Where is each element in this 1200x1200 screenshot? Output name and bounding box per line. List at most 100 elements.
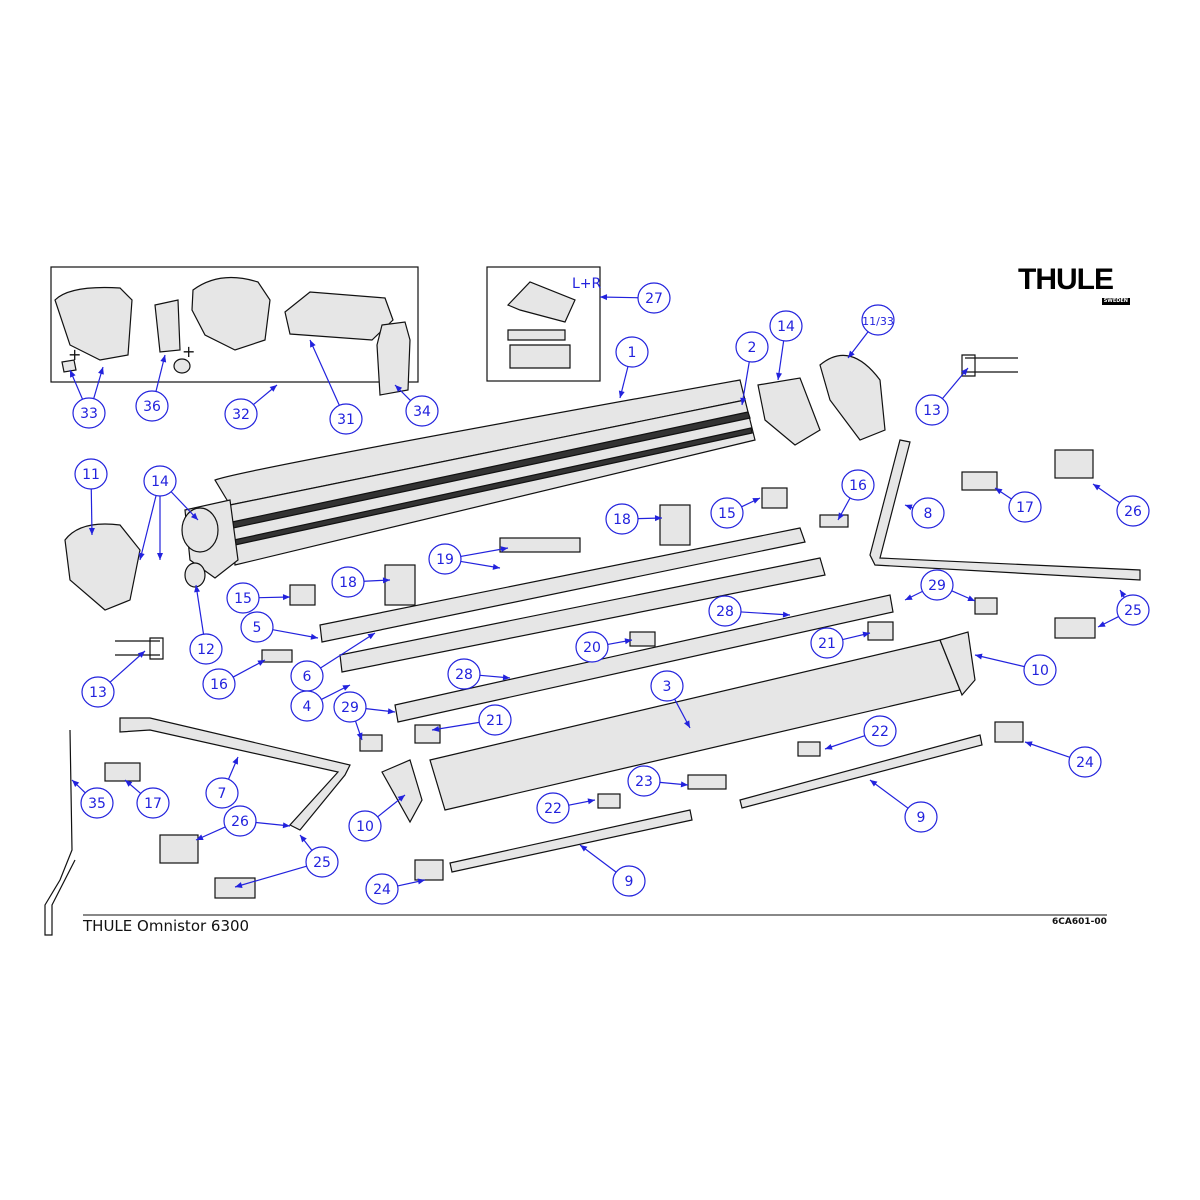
callout-number: 2 — [748, 340, 757, 356]
part-leg-left — [449, 809, 693, 873]
callout-number: 6 — [303, 669, 312, 685]
arrowhead — [870, 780, 878, 787]
callout-7: 7 — [205, 756, 239, 809]
part-24-right — [994, 721, 1024, 743]
part-end-cap-right — [819, 354, 886, 441]
leader-line — [139, 495, 157, 561]
part-24-left — [414, 859, 444, 881]
callout-4: 4 — [290, 684, 351, 722]
arrowhead — [382, 577, 390, 584]
callout-circle — [143, 465, 177, 497]
part-front-cap-left — [381, 759, 423, 824]
part-26-left — [159, 834, 199, 864]
callout-10: 10 — [348, 794, 406, 842]
callout-number: 11 — [82, 467, 100, 483]
part-cover-cap — [54, 286, 133, 361]
leader-line — [309, 339, 340, 406]
callout-number: 35 — [88, 796, 106, 812]
leader-line — [579, 844, 617, 873]
callout-16: 16 — [837, 469, 875, 521]
callout-18: 18 — [331, 566, 391, 598]
callout-number: 10 — [1031, 663, 1049, 679]
part-bracket — [154, 299, 181, 353]
arrowhead — [125, 780, 133, 787]
part-small-clip — [61, 359, 77, 373]
callout-number: 17 — [144, 796, 162, 812]
callout-circle — [708, 595, 742, 627]
arrowhead — [342, 685, 350, 691]
arrowhead — [600, 294, 608, 301]
part-front-cap-right — [939, 631, 976, 697]
callout-28: 28 — [708, 595, 791, 627]
arrowhead — [232, 757, 238, 765]
callout-number: 22 — [871, 724, 889, 740]
leader-line — [195, 584, 205, 635]
part-case-top — [214, 379, 746, 506]
arrowhead — [432, 725, 440, 732]
callout-number: 9 — [917, 810, 926, 826]
part-29-left — [359, 734, 383, 752]
callout-circle — [305, 846, 339, 878]
callout-11: 11 — [74, 458, 108, 536]
callout-circle — [1008, 491, 1042, 523]
arrowhead — [88, 527, 95, 535]
callout-number: 29 — [928, 578, 946, 594]
callout-8: 8 — [904, 497, 945, 529]
arrowhead — [752, 498, 760, 504]
part-20 — [629, 631, 656, 647]
logo-subtitle: SWEDEN — [1101, 298, 1130, 305]
leader-line — [460, 547, 509, 558]
callout-number: 27 — [645, 291, 663, 307]
callout-number: 23 — [635, 774, 653, 790]
arrowhead — [967, 595, 975, 602]
callout-24: 24 — [1024, 741, 1102, 778]
callout-10: 10 — [974, 653, 1057, 686]
callout-number: 20 — [583, 640, 601, 656]
part-arm-left — [119, 717, 351, 831]
part-motor — [191, 276, 271, 351]
arrowhead — [975, 653, 983, 660]
callout-9: 9 — [869, 779, 938, 833]
arrowhead — [587, 798, 595, 805]
callout-number: 28 — [716, 604, 734, 620]
part-16-left — [261, 649, 293, 663]
callout-circle — [863, 715, 897, 747]
callout-number: 15 — [234, 591, 252, 607]
callout-circle — [1068, 746, 1102, 778]
arrowhead — [1093, 484, 1101, 491]
callout-circle — [575, 631, 609, 663]
part-block-2 — [509, 344, 571, 369]
callout-circle — [224, 398, 258, 430]
callout-number: 13 — [923, 403, 941, 419]
callout-13: 13 — [81, 650, 146, 708]
callout-circle — [810, 627, 844, 659]
callout-number: 12 — [197, 642, 215, 658]
arrowhead — [825, 743, 833, 750]
arrowhead — [367, 633, 375, 640]
callout-23: 23 — [627, 765, 689, 797]
arrowhead — [356, 732, 363, 740]
callout-circle — [904, 801, 938, 833]
callout-number: 26 — [1124, 504, 1142, 520]
callout-circle — [333, 691, 367, 723]
part-13-right — [961, 354, 1018, 377]
callout-16: 16 — [202, 659, 266, 700]
callout-number: 11/33 — [862, 315, 894, 328]
callout-circle — [80, 787, 114, 819]
arrowhead — [838, 512, 845, 520]
arrowhead — [282, 594, 290, 601]
callout-number: 17 — [1016, 500, 1034, 516]
callout-number: 19 — [436, 552, 454, 568]
arrowhead — [502, 674, 510, 681]
callout-number: 1 — [628, 345, 637, 361]
arrowhead — [387, 708, 395, 715]
part-plug — [376, 321, 411, 396]
diagram-title: THULE Omnistor 6300 — [83, 917, 250, 935]
leader-line — [90, 488, 93, 536]
callout-circle — [136, 787, 170, 819]
arrowhead — [961, 368, 968, 376]
leader-line — [974, 654, 1025, 668]
arrowhead — [395, 385, 403, 393]
callout-number: 34 — [413, 404, 431, 420]
